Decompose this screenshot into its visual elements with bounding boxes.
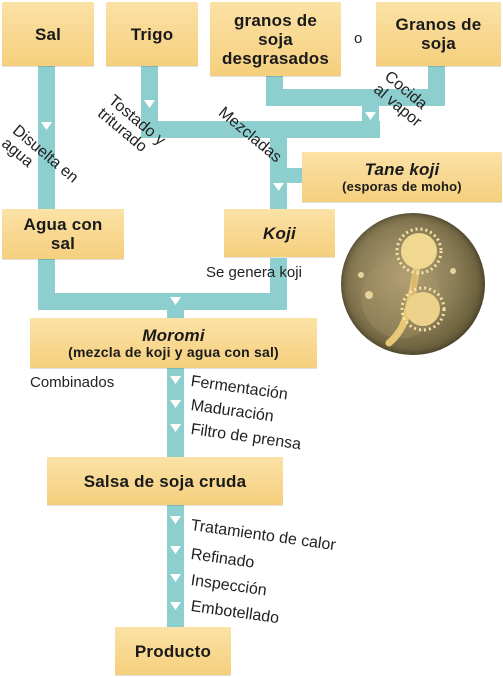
box-trigo-label: Trigo (130, 24, 174, 44)
label-o: o (354, 30, 363, 47)
box-moromi-subtitle: (mezcla de koji y agua con sal) (68, 344, 279, 360)
arrow-icon (273, 183, 284, 191)
connector-granos-horizontal (266, 89, 445, 106)
box-moromi-title: Moromi (142, 326, 205, 345)
arrow-icon (170, 546, 181, 554)
box-granos-desgrasados: granos de soja desgrasados (210, 2, 341, 76)
arrow-icon (170, 297, 181, 305)
connector-trigo-horizontal (141, 121, 380, 138)
connector-salsa-producto (167, 505, 184, 628)
box-granos-desgrasados-line1: granos de (233, 10, 318, 30)
box-tane-koji-subtitle: (esporas de moho) (342, 179, 462, 194)
box-tane-koji: Tane koji (esporas de moho) (302, 152, 502, 202)
connector-to-koji (270, 121, 287, 211)
box-granos-desgrasados-line2: soja (258, 29, 293, 49)
box-koji: Koji (224, 209, 335, 257)
box-agua-con-sal: Agua con sal (2, 209, 124, 259)
arrow-icon (170, 574, 181, 582)
flow-arrowheads (41, 100, 376, 610)
box-tane-koji-title: Tane koji (364, 160, 440, 179)
label-se-genera-koji: Se genera koji (206, 264, 302, 281)
box-granos-soja-line2: soja (421, 34, 456, 53)
connector-trigo (141, 66, 158, 126)
connector-sal (38, 66, 55, 210)
box-granos-soja-line1: Granos de (395, 15, 482, 34)
mold-spores-illustration (358, 227, 456, 347)
arrow-icon (170, 376, 181, 384)
box-granos-desgrasados-line3: desgrasados (221, 48, 330, 68)
arrow-icon (41, 122, 52, 130)
arrow-icon (170, 516, 181, 524)
connector-join (38, 293, 287, 310)
arrow-icon (144, 100, 155, 108)
box-producto-label: Producto (134, 641, 212, 661)
label-combinados: Combinados (30, 374, 115, 391)
box-sal-label: Sal (34, 24, 62, 44)
box-agua-con-sal-line1: Agua con (23, 215, 103, 234)
arrow-icon (170, 400, 181, 408)
arrow-icon (365, 112, 376, 120)
arrow-icon (170, 602, 181, 610)
box-salsa-cruda-label: Salsa de soja cruda (83, 471, 247, 491)
box-salsa-cruda: Salsa de soja cruda (47, 457, 283, 505)
box-agua-con-sal-line2: sal (50, 234, 76, 253)
box-granos-soja: Granos de soja (376, 2, 501, 66)
connector-moromi-salsa (167, 368, 184, 458)
box-moromi: Moromi (mezcla de koji y agua con sal) (30, 318, 317, 368)
box-koji-label: Koji (263, 223, 296, 243)
box-trigo: Trigo (106, 2, 198, 66)
mold-spores-microscope-image (341, 213, 485, 355)
box-producto: Producto (115, 627, 231, 675)
connector-tane-koji (286, 168, 302, 183)
box-sal: Sal (2, 2, 94, 66)
connector-to-moromi (167, 293, 184, 319)
arrow-icon (170, 424, 181, 432)
